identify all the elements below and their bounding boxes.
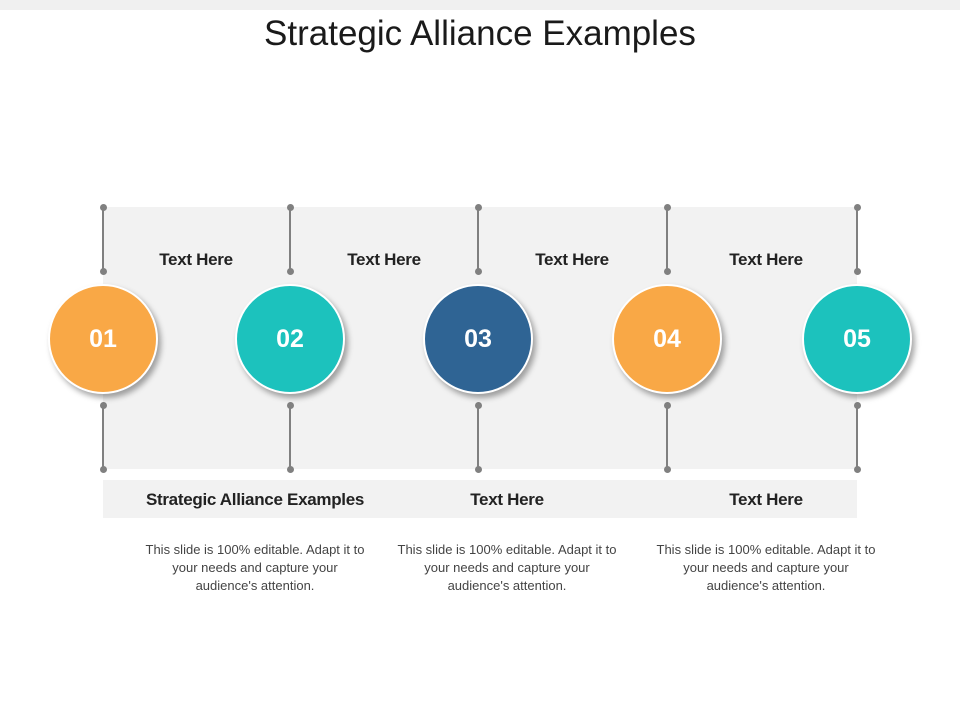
connector-dot [854,466,861,473]
bottom-heading: Text Here [470,490,544,509]
connector-dot [475,466,482,473]
connector-line [289,406,291,470]
slide-title: Strategic Alliance Examples [264,14,696,53]
step-circle-03: 03 [423,284,533,394]
description-text: This slide is 100% editable. Adapt it to… [397,542,617,593]
connector-line [477,406,479,470]
bottom-heading: Text Here [729,490,803,509]
step-circle-05: 05 [802,284,912,394]
connector-dot [287,466,294,473]
connector-dot [664,204,671,211]
connector-line [102,406,104,470]
connector-line [666,406,668,470]
connector-line [856,207,858,272]
connector-line [102,207,104,272]
connector-line [477,207,479,272]
step-circle-01: 01 [48,284,158,394]
top-label: Text Here [347,250,421,269]
top-bar [0,0,960,10]
connector-dot [475,204,482,211]
step-circle-02: 02 [235,284,345,394]
top-label: Text Here [535,250,609,269]
connector-dot [100,466,107,473]
connector-line [856,406,858,470]
connector-dot [854,268,861,275]
connector-dot [664,466,671,473]
connector-dot [475,268,482,275]
connector-dot [287,402,294,409]
connector-dot [664,268,671,275]
top-label: Text Here [159,250,233,269]
connector-dot [287,204,294,211]
step-circle-04: 04 [612,284,722,394]
connector-dot [100,204,107,211]
description-text: This slide is 100% editable. Adapt it to… [145,542,365,593]
connector-dot [664,402,671,409]
connector-dot [287,268,294,275]
connector-dot [854,402,861,409]
bottom-heading: Strategic Alliance Examples [145,490,365,509]
description-text: This slide is 100% editable. Adapt it to… [656,542,876,593]
connector-dot [475,402,482,409]
connector-dot [100,268,107,275]
connector-dot [854,204,861,211]
connector-line [666,207,668,272]
top-label: Text Here [729,250,803,269]
heading-band [103,480,857,518]
connector-dot [100,402,107,409]
connector-line [289,207,291,272]
